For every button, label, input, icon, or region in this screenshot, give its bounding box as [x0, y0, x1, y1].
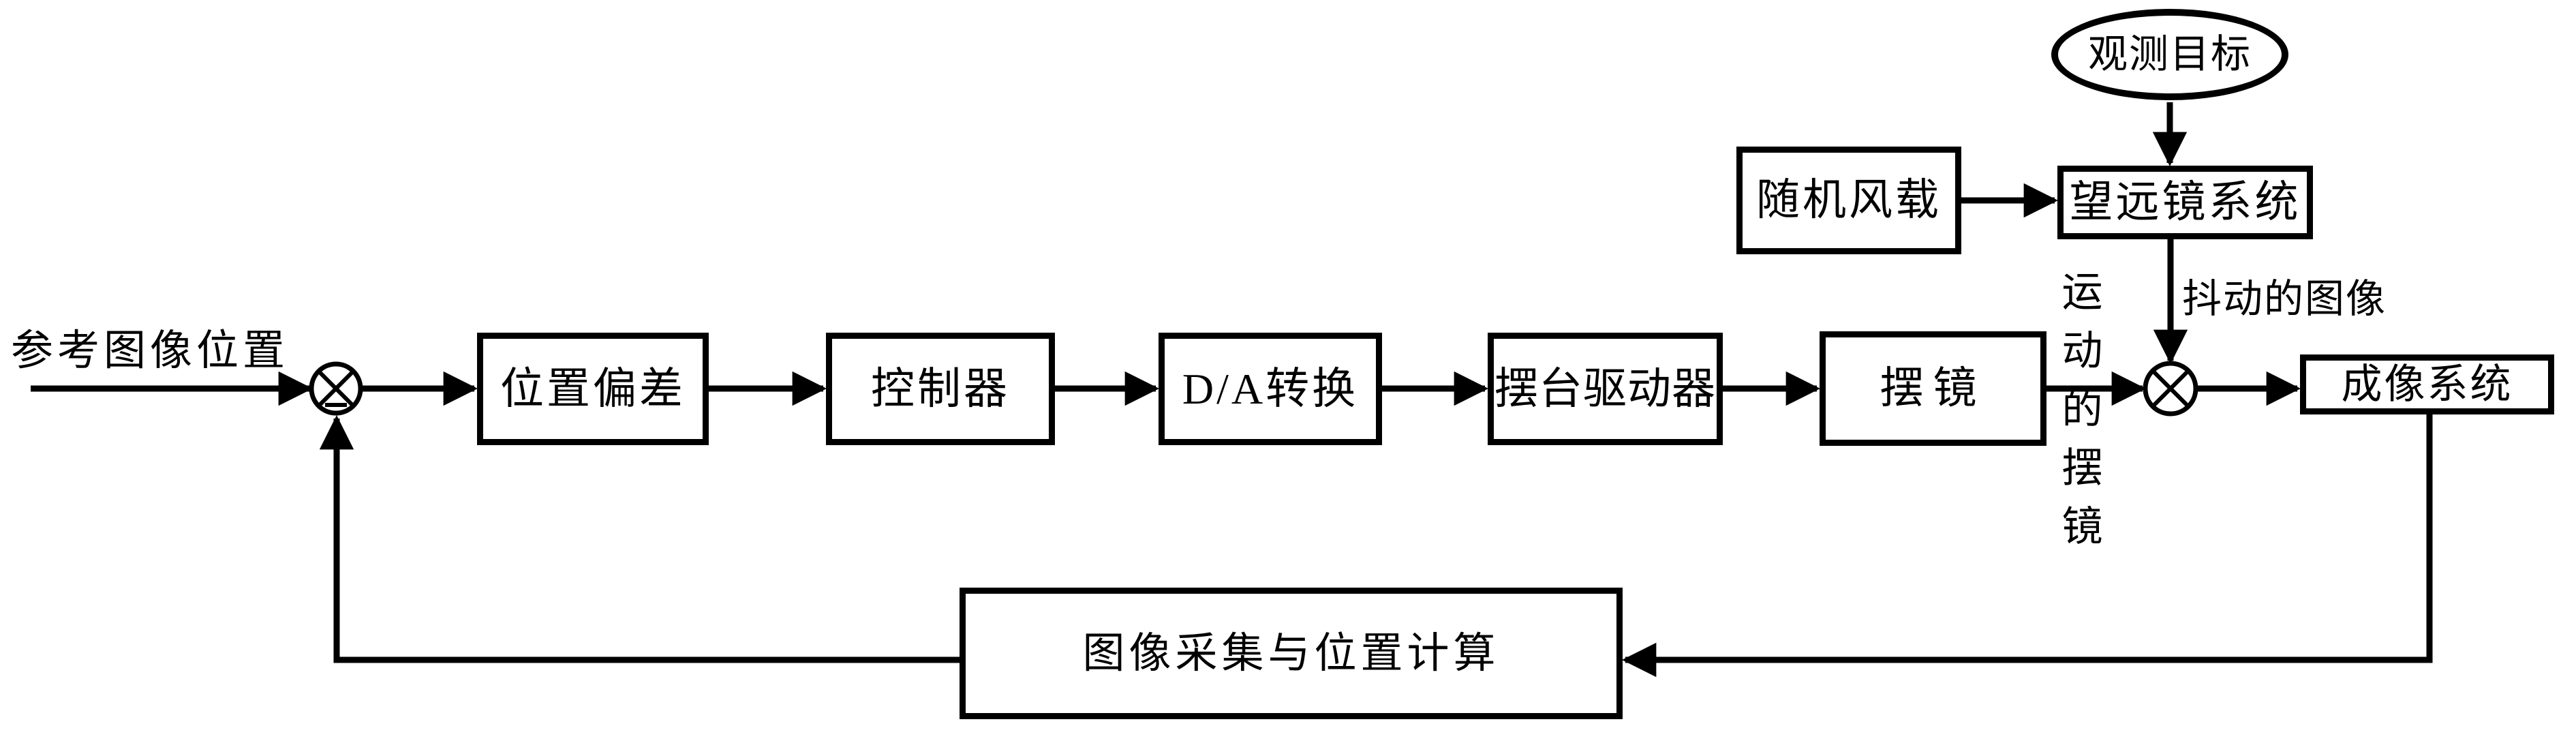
node-da-converter-label: D/A转换: [1182, 364, 1359, 413]
node-swing-mirror: 摆镜: [1820, 331, 2046, 446]
node-position-deviation-label: 位置偏差: [500, 364, 686, 413]
summing-junction-2: [2143, 361, 2198, 417]
node-controller-label: 控制器: [871, 364, 1010, 413]
node-stage-driver: 摆台驱动器: [1488, 333, 1723, 445]
feedback-imaging-to-processing: [1621, 414, 2433, 678]
node-observation-target-label: 观测目标: [2087, 32, 2252, 76]
node-position-deviation: 位置偏差: [477, 333, 709, 445]
node-imaging-system: 成像系统: [2300, 354, 2554, 414]
node-imaging-system-label: 成像系统: [2341, 362, 2513, 407]
node-telescope-system-label: 望远镜系统: [2069, 178, 2301, 226]
node-telescope-system: 望远镜系统: [2057, 166, 2313, 239]
node-da-converter: D/A转换: [1159, 333, 1382, 445]
summing-junction-1: [309, 361, 363, 416]
node-observation-target: 观测目标: [2051, 9, 2288, 100]
node-random-wind-load-label: 随机风载: [1756, 176, 1942, 224]
node-image-processing-label: 图像采集与位置计算: [1082, 630, 1500, 677]
label-jittered-image: 抖动的图像: [2182, 277, 2387, 321]
label-moving-swing-mirror: 运动的摆镜: [2056, 270, 2101, 563]
feedback-processing-to-sum1: [319, 414, 960, 663]
node-image-processing: 图像采集与位置计算: [960, 588, 1623, 719]
node-swing-mirror-label: 摆镜: [1880, 364, 1987, 412]
node-controller: 控制器: [826, 333, 1055, 445]
node-stage-driver-label: 摆台驱动器: [1494, 364, 1716, 413]
node-random-wind-load: 随机风载: [1736, 147, 1961, 254]
label-reference-image-position: 参考图像位置: [11, 328, 290, 374]
